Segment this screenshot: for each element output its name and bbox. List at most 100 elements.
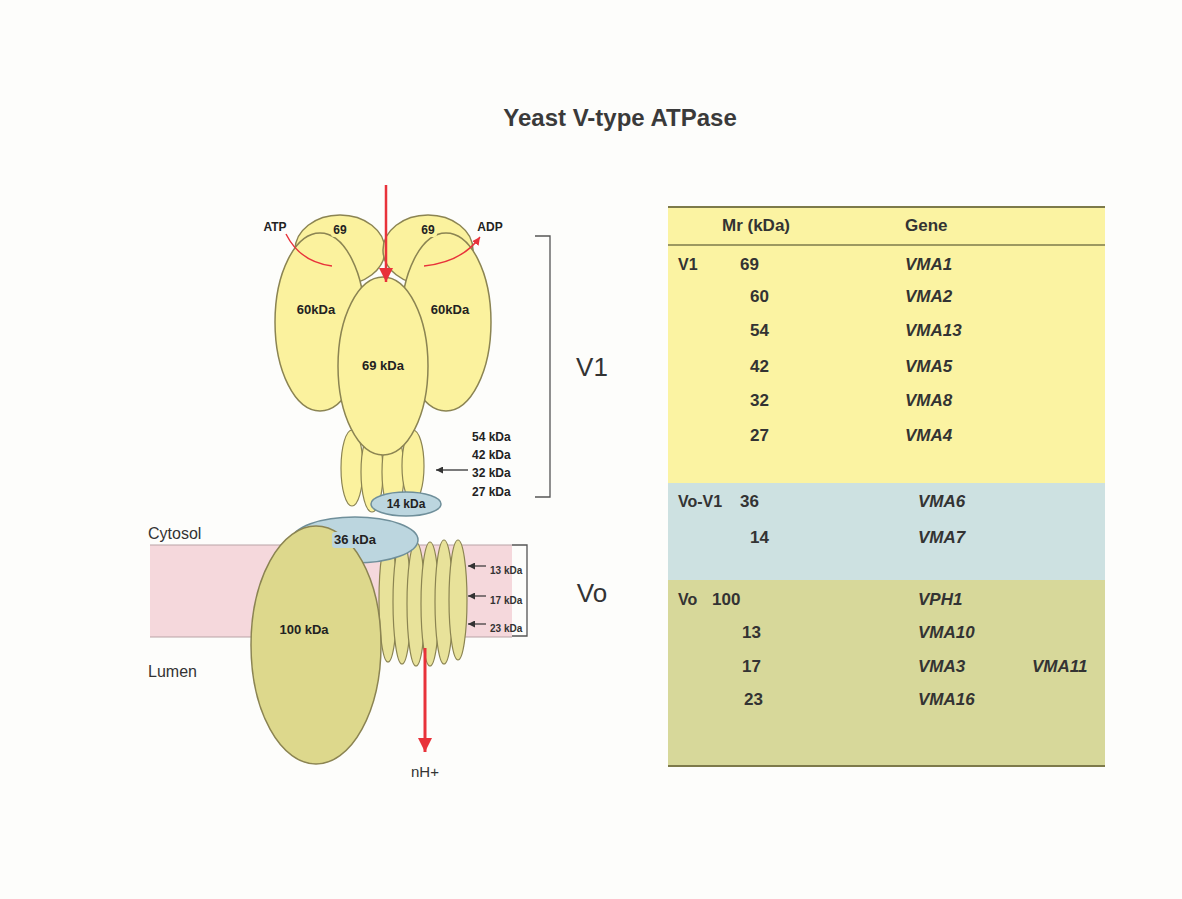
sector-bracket (512, 545, 527, 636)
mass-cell: 60 (750, 287, 769, 307)
gene-cell: VMA8 (905, 391, 952, 411)
mass-cell: 27 (750, 426, 769, 446)
subunit-label: 69 (331, 223, 348, 237)
subunit-ellipse: 100 kDa (250, 525, 382, 765)
mass-cell: 14 (750, 528, 769, 548)
atp-flow-arrow (385, 185, 388, 282)
adp-curve (424, 237, 480, 266)
subunit-ellipse: 14 kDa (370, 491, 442, 517)
ellipse-outline (294, 214, 386, 286)
subunit-label: 69 (419, 223, 436, 237)
ellipse-shape (275, 233, 365, 411)
subunit-label: 100 kDa (277, 622, 330, 638)
table-band (668, 580, 1105, 766)
subunit-ellipse: 60kDa (274, 232, 366, 412)
ellipse-outline (400, 232, 492, 412)
compartment-label: Lumen (148, 662, 197, 681)
ellipse-outline (370, 491, 442, 517)
table-rule (668, 244, 1105, 246)
gene-cell: VMA1 (905, 255, 952, 275)
mass-cell: 54 (750, 321, 769, 341)
proton-flow-arrow (424, 648, 427, 752)
diagram-title: Yeast V-type ATPase (503, 104, 736, 133)
gene-cell: VMA4 (905, 426, 952, 446)
leader-arrow (468, 565, 486, 566)
sector-cell: V1 (678, 255, 698, 274)
ellipse-shape (292, 517, 418, 563)
leader-arrow (436, 469, 468, 470)
table-band (668, 483, 1105, 580)
gene-cell: VMA13 (905, 321, 962, 341)
gene-cell: VMA11 (1032, 657, 1087, 677)
ellipse-shape (401, 233, 491, 411)
subunit-mass: 27 kDa (472, 485, 511, 499)
mass-cell: 23 (744, 690, 763, 710)
subunit-label: 60kDa (295, 302, 337, 318)
gene-cell: VMA7 (918, 528, 965, 548)
ellipse-shape (383, 215, 473, 285)
ellipse-outline (382, 214, 474, 286)
subunit-ellipse: 69 kDa (337, 276, 429, 456)
ellipse-shape (371, 492, 441, 516)
reactant-label: ATP (263, 220, 286, 234)
ellipse-outline (291, 516, 419, 564)
sector-label: V1 (576, 352, 608, 383)
mass-cell: 32 (750, 391, 769, 411)
subunit-ellipse: 60kDa (400, 232, 492, 412)
subunit-mass: 23 kDa (490, 623, 522, 635)
subunit-mass: 17 kDa (490, 595, 522, 607)
subunit-label: 36 kDa (332, 532, 378, 548)
table-rule (668, 765, 1105, 767)
table-band (668, 207, 1105, 483)
subunit-mass: 54 kDa (472, 430, 511, 444)
c-ring-subunit (449, 540, 467, 660)
gene-cell: VMA3 (918, 657, 965, 677)
stalk-subunit (382, 432, 404, 512)
subunit-mass: 32 kDa (472, 466, 511, 480)
subunit-ellipse: 69 (294, 214, 386, 286)
subunit-ellipse: 36 kDa (291, 516, 419, 564)
table-rule (668, 206, 1105, 208)
gene-cell: VPH1 (918, 590, 962, 610)
compartment-label: Cytosol (148, 524, 201, 543)
gene-cell: VMA5 (905, 357, 952, 377)
subunit-mass: 13 kDa (490, 565, 522, 577)
subunit-mass: 42 kDa (472, 448, 511, 462)
subunit-label: 60kDa (429, 302, 471, 318)
mass-cell: 69 (740, 255, 759, 275)
ion-label: nH+ (411, 763, 439, 781)
subunit-label: 14 kDa (385, 497, 428, 511)
sector-bracket (535, 236, 550, 497)
subunit-label: 69 kDa (360, 358, 406, 374)
reactant-label: ADP (477, 220, 502, 234)
ellipse-shape (295, 215, 385, 285)
mass-cell: 13 (742, 623, 761, 643)
sector-label: Vo (577, 578, 607, 609)
stalk-subunit (361, 432, 383, 512)
ellipse-outline (274, 232, 366, 412)
ellipse-shape (338, 277, 428, 455)
mass-cell: 17 (742, 657, 761, 677)
ellipse-outline (337, 276, 429, 456)
column-header: Mr (kDa) (722, 216, 790, 236)
ellipse-outline (250, 525, 382, 765)
ellipse-shape (251, 526, 381, 764)
gene-cell: VMA2 (905, 287, 952, 307)
gene-cell: VMA10 (918, 623, 975, 643)
sector-cell: Vo (678, 590, 697, 609)
leader-arrow (468, 623, 486, 624)
column-header: Gene (905, 216, 948, 236)
stalk-subunit (341, 430, 363, 506)
mass-cell: 36 (740, 492, 759, 512)
sector-cell: Vo-V1 (678, 492, 722, 511)
stalk-subunit (402, 430, 424, 502)
subunit-ellipse: 69 (382, 214, 474, 286)
gene-cell: VMA6 (918, 492, 965, 512)
mass-cell: 42 (750, 357, 769, 377)
atp-curve (286, 234, 332, 266)
